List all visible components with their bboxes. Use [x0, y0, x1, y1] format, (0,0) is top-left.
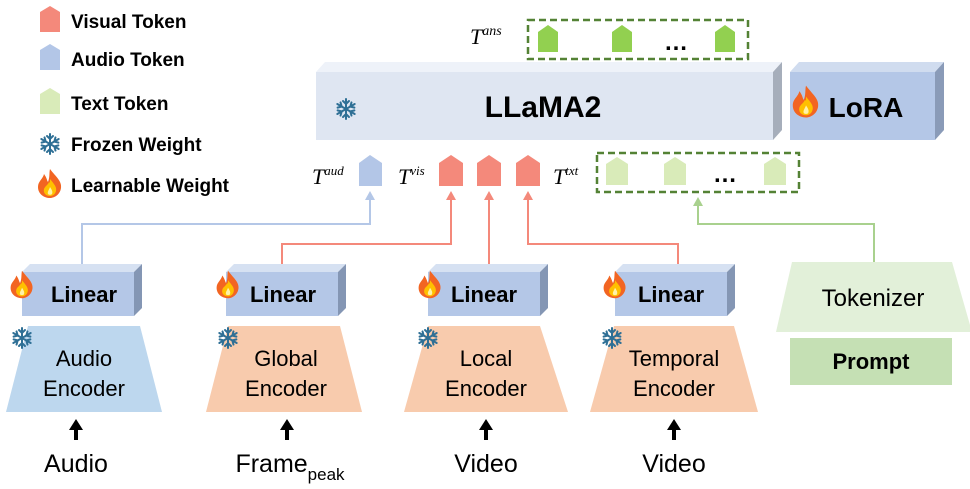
encoder-label-line2: Encoder: [445, 376, 527, 401]
text-token: [664, 157, 686, 185]
encoder-label-line1: Audio: [56, 346, 112, 371]
legend-item-visual-token: Visual Token: [40, 6, 186, 33]
legend: Visual Token Audio Token Text Token Froz…: [38, 6, 230, 198]
input-frame-peak: Framepeak: [235, 419, 345, 484]
text-token-group-box: [595, 151, 801, 194]
legend-label: Learnable Weight: [71, 176, 230, 197]
linear-layer-local: Linear: [418, 264, 548, 316]
text-token: [764, 157, 786, 185]
input-video-local: Video: [454, 419, 518, 478]
input-video-temporal: Video: [642, 419, 706, 478]
linear-label: Linear: [638, 282, 704, 307]
legend-label: Audio Token: [71, 50, 185, 71]
up-arrow-icon: [69, 419, 83, 430]
answer-ellipsis: …: [664, 29, 688, 56]
legend-item-learnable-weight: Learnable Weight: [38, 169, 230, 198]
encoder-label-line2: Encoder: [43, 376, 125, 401]
text-token-icon: [40, 88, 60, 114]
lora-block: LoRA: [790, 62, 944, 140]
flame-icon: [38, 169, 62, 198]
audio-token: [359, 155, 382, 186]
linear-layer-temporal: Linear: [603, 264, 735, 316]
tokenizer: Tokenizer: [776, 262, 970, 332]
visual-token-label: Tvis: [398, 163, 425, 189]
legend-label: Text Token: [71, 94, 168, 115]
linear-layer-audio: Linear: [10, 264, 142, 316]
legend-item-text-token: Text Token: [40, 88, 168, 115]
visual-token: [516, 155, 540, 186]
legend-item-frozen-weight: Frozen Weight: [40, 133, 202, 156]
visual-token: [477, 155, 501, 186]
lora-label: LoRA: [829, 92, 904, 123]
text-token-ellipsis: …: [713, 161, 737, 188]
visual-token-icon: [40, 6, 60, 32]
arrowhead: [446, 191, 456, 200]
answer-token: [612, 25, 632, 52]
arrowhead: [484, 191, 494, 200]
global-encoder: Global Encoder: [206, 326, 362, 412]
answer-token: [538, 25, 558, 52]
audio-token-icon: [40, 44, 60, 70]
prompt: Prompt: [790, 338, 952, 385]
text-token: [606, 157, 628, 185]
up-arrow-icon: [479, 419, 493, 430]
text-token-label: Ttxt: [553, 163, 579, 189]
encoder-label-line1: Local: [460, 346, 513, 371]
linear-label: Linear: [250, 282, 316, 307]
legend-label: Frozen Weight: [71, 135, 202, 156]
audio-encoder: Audio Encoder: [6, 326, 162, 412]
arrowhead: [365, 191, 375, 200]
local-encoder: Local Encoder: [404, 326, 568, 412]
temporal-encoder: Temporal Encoder: [590, 326, 758, 412]
arrowhead: [693, 197, 703, 206]
snowflake-icon: [40, 133, 60, 155]
visual-token: [439, 155, 463, 186]
connectors: [81, 191, 875, 264]
encoder-label-line1: Temporal: [629, 346, 719, 371]
answer-token: [715, 25, 735, 52]
encoder-label-line2: Encoder: [633, 376, 715, 401]
input-label: Video: [642, 450, 706, 478]
global-arrow: [281, 198, 452, 264]
linear-label: Linear: [51, 282, 117, 307]
answer-tokens: Tans …: [470, 18, 750, 61]
linear-layers: Linear Linear Linear Linear: [10, 264, 735, 316]
up-arrow-icon: [280, 419, 294, 430]
linear-layer-global: Linear: [216, 264, 346, 316]
linear-label: Linear: [451, 282, 517, 307]
llama2-label: LLaMA2: [485, 91, 602, 124]
encoder-label-line1: Global: [254, 346, 318, 371]
llama2-block: LLaMA2: [316, 62, 782, 140]
encoders: Audio Encoder Global Encoder Local Encod…: [6, 326, 758, 412]
up-arrow-icon: [667, 419, 681, 430]
answer-token-group-box: [526, 18, 750, 61]
audio-token-label: Taud: [312, 163, 344, 189]
encoder-label-line2: Encoder: [245, 376, 327, 401]
temporal-arrow: [527, 198, 679, 264]
legend-item-audio-token: Audio Token: [40, 44, 185, 71]
input-tokens: Taud Tvis Ttxt …: [312, 151, 801, 194]
arrowhead: [523, 191, 533, 200]
input-label: Video: [454, 450, 518, 478]
input-audio: Audio: [44, 419, 108, 478]
inputs: Audio Framepeak Video Video: [44, 419, 706, 484]
prompt-label: Prompt: [833, 349, 911, 374]
audio-arrow: [81, 198, 371, 264]
input-label: Audio: [44, 450, 108, 478]
legend-label: Visual Token: [71, 12, 186, 33]
tokenizer-label: Tokenizer: [822, 285, 925, 312]
answer-token-label: Tans: [470, 24, 502, 49]
input-label: Framepeak: [235, 450, 345, 484]
text-arrow: [697, 204, 875, 262]
